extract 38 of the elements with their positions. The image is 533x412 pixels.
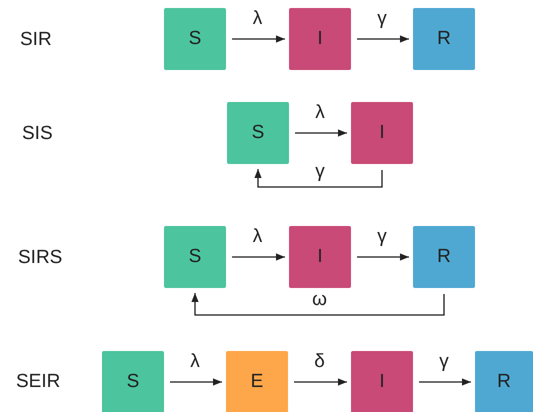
compartment-letter: S — [252, 122, 264, 144]
compartment-letter: R — [437, 246, 451, 268]
compartment-letter: I — [379, 122, 385, 144]
compartment-letter: I — [317, 246, 323, 268]
model-name: SIR — [20, 29, 52, 51]
arrow — [294, 378, 347, 386]
arrow — [357, 35, 409, 43]
compartment-box — [289, 8, 351, 70]
model-name: SEIR — [16, 371, 60, 393]
arrow — [295, 129, 347, 137]
compartment-box — [413, 226, 475, 288]
compartment-letter: R — [437, 28, 451, 50]
arrow — [232, 35, 285, 43]
arrow — [254, 169, 383, 188]
compartment-box — [102, 351, 164, 412]
compartment-box — [475, 351, 533, 412]
compartment-box — [227, 102, 289, 164]
compartment-box — [164, 8, 226, 70]
arrow — [191, 293, 445, 316]
arrow — [357, 253, 409, 261]
compartment-letter: E — [250, 371, 264, 393]
compartment-box — [413, 8, 475, 70]
model-name: SIS — [22, 123, 53, 145]
arrow — [419, 378, 471, 386]
compartment-letter: I — [317, 28, 323, 50]
compartment-box — [351, 102, 413, 164]
compartment-letter: S — [188, 28, 202, 50]
arrow — [170, 378, 222, 386]
compartment-letter: R — [497, 371, 511, 393]
compartment-letter: S — [188, 246, 202, 268]
compartment-box — [164, 226, 226, 288]
compartment-letter: S — [126, 371, 140, 393]
arrow — [232, 253, 285, 261]
compartment-box — [226, 351, 288, 412]
compartment-letter: I — [379, 371, 385, 393]
compartment-box — [289, 226, 351, 288]
compartment-box — [351, 351, 413, 412]
model-name: SIRS — [18, 247, 62, 269]
